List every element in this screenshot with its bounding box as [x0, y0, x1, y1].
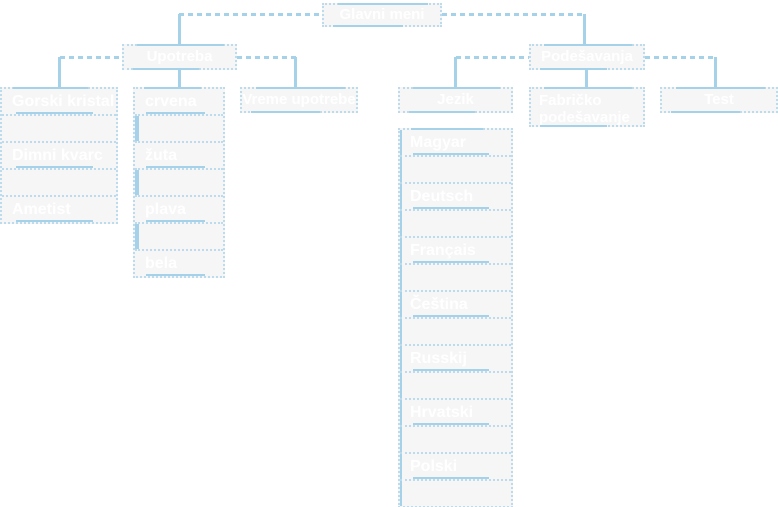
node-label: Vreme upotrebe — [242, 91, 356, 108]
list-spacer — [400, 263, 511, 290]
node-label: Jezik — [437, 91, 474, 108]
list-item-deutsch[interactable]: Deutsch — [400, 182, 511, 209]
connector-line — [714, 57, 717, 87]
node-fabricko-podesavanje[interactable]: Fabričko podešavanje — [529, 87, 645, 127]
list-item-magyar[interactable]: Magyar — [400, 130, 511, 155]
list-item-hrvatski[interactable]: Hrvatski — [400, 398, 511, 425]
connector-line — [294, 57, 297, 87]
list-item-francais[interactable]: Français — [400, 236, 511, 263]
list-spacer — [2, 168, 116, 195]
list-spacer — [400, 209, 511, 236]
language-list: Magyar Deutsch Français Čeština Russkij … — [398, 128, 513, 507]
list-spacer — [2, 114, 116, 141]
node-upotreba[interactable]: Upotreba — [122, 44, 237, 70]
list-spacer — [400, 425, 511, 452]
node-label: Upotreba — [146, 48, 213, 65]
connector-line — [456, 56, 529, 59]
list-item-gorski-kristal[interactable]: Gorski kristal — [2, 89, 116, 114]
color-options-list: crvena žuta plava bela — [133, 87, 225, 278]
connector-line — [179, 13, 322, 16]
connector-line — [178, 14, 181, 44]
list-spacer — [400, 155, 511, 182]
node-label: Glavni meni — [339, 6, 425, 23]
list-item-plava[interactable]: plava — [135, 195, 223, 222]
crystal-options-list: Gorski kristal Dimni kvarc Ametist — [0, 87, 118, 224]
list-spacer — [135, 114, 223, 141]
connector-line — [58, 57, 61, 87]
list-item-dimni-kvarc[interactable]: Dimni kvarc — [2, 141, 116, 168]
connector-line — [60, 56, 122, 59]
list-spacer — [400, 479, 511, 506]
connector-line — [645, 56, 717, 59]
list-spacer — [400, 371, 511, 398]
node-vreme-upotrebe[interactable]: Vreme upotrebe — [240, 87, 358, 113]
connector-line — [442, 13, 585, 16]
node-label: Test — [704, 91, 734, 108]
node-test[interactable]: Test — [660, 87, 778, 113]
node-label: Fabričko podešavanje — [539, 92, 630, 126]
node-podesavanja[interactable]: Podešavanja — [529, 44, 645, 70]
list-spacer — [400, 317, 511, 344]
list-item-ametist[interactable]: Ametist — [2, 195, 116, 222]
node-label: Podešavanja — [541, 48, 633, 65]
connector-line — [454, 57, 457, 87]
node-jezik[interactable]: Jezik — [398, 87, 513, 113]
connector-line — [585, 70, 588, 87]
connector-line — [583, 14, 586, 44]
list-spacer — [135, 168, 223, 195]
list-item-crvena[interactable]: crvena — [135, 89, 223, 114]
connector-line — [237, 56, 297, 59]
list-item-cestina[interactable]: Čeština — [400, 290, 511, 317]
node-glavni-meni[interactable]: Glavni meni — [322, 3, 442, 27]
list-item-zuta[interactable]: žuta — [135, 141, 223, 168]
list-item-russkij[interactable]: Russkij — [400, 344, 511, 371]
list-item-polski[interactable]: Polski — [400, 452, 511, 479]
connector-line — [178, 70, 181, 87]
list-item-bela[interactable]: bela — [135, 249, 223, 276]
list-spacer — [135, 222, 223, 249]
